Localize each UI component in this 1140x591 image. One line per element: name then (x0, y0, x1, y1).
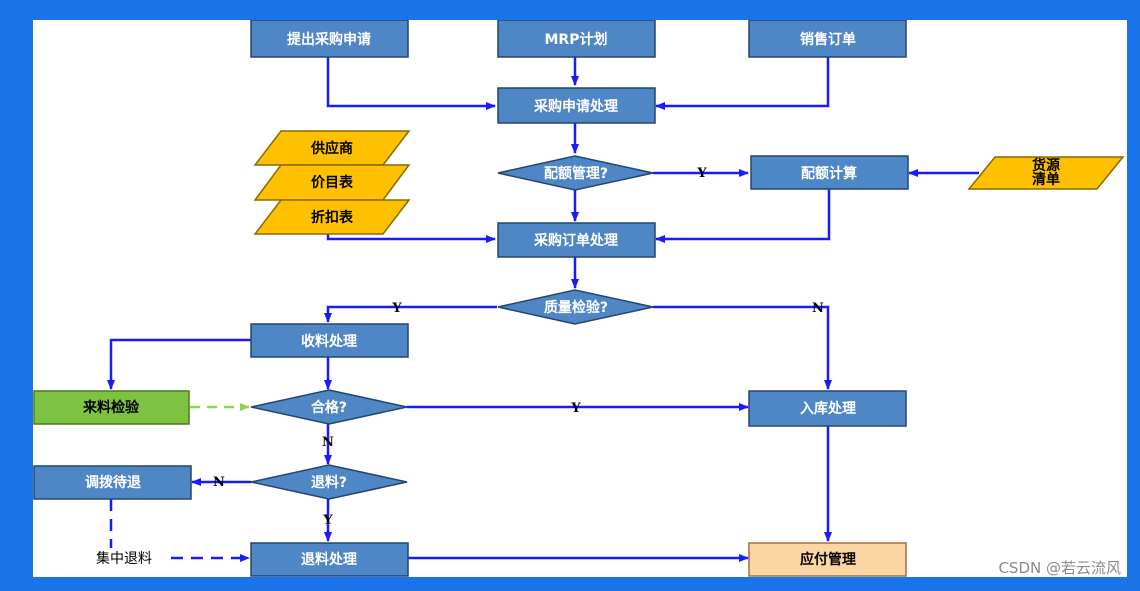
label-submit-request: 提出采购申请 (287, 31, 371, 48)
edge-label-quota-yes: Y (696, 166, 707, 181)
box-purchase-request-processing (497, 87, 656, 124)
edge-quality-yes-to-receiving (324, 305, 497, 323)
box-payment-management (748, 542, 907, 577)
label-centralized-return: 集中退料 (96, 550, 152, 567)
label-supplier: 供应商 (310, 140, 353, 157)
label-mrp-plan: MRP计划 (545, 31, 608, 48)
data-discount-table (253, 199, 411, 235)
watermark: CSDN @若云流风 (998, 559, 1121, 577)
box-incoming-inspection (33, 390, 190, 425)
box-mrp-plan (497, 20, 656, 58)
edge-label-qualified-no: N (322, 435, 334, 450)
label-transfer-pending-return: 调拨待退 (85, 474, 141, 491)
label-quality-inspection: 质量检验? (544, 299, 608, 316)
box-submit-request (250, 20, 409, 58)
edge-label-quality-yes: Y (391, 301, 402, 316)
data-source-list (967, 156, 1125, 190)
label-purchase-order-processing: 采购订单处理 (533, 232, 618, 249)
label-quota-calculation: 配额计算 (801, 165, 857, 182)
diamond-quota-management (497, 155, 654, 191)
label-qualified: 合格? (311, 399, 347, 416)
flowchart-canvas: Y Y N Y N N Y 提出采购申请 MRP计划 销售订单 采购申请处理 配… (33, 20, 1127, 577)
box-return-processing (250, 542, 409, 577)
label-source-list-line2: 清单 (1032, 171, 1060, 188)
flowchart: Y Y N Y N N Y 提出采购申请 MRP计划 销售订单 采购申请处理 配… (33, 20, 1125, 577)
label-purchase-request-processing: 采购申请处理 (533, 98, 618, 115)
label-price-list: 价目表 (311, 174, 354, 191)
diamond-return-material (250, 464, 408, 500)
edge-label-qualified-yes: Y (570, 401, 581, 416)
box-transfer-pending-return (33, 465, 192, 500)
label-return-material: 退料? (311, 474, 347, 491)
label-quota-management: 配额管理? (544, 165, 608, 182)
box-receiving-processing (250, 323, 409, 358)
edge-label-quality-no: N (812, 301, 824, 316)
box-purchase-order-processing (497, 222, 656, 258)
edge-submit-to-request (326, 57, 496, 110)
edge-label-return-no: N (213, 475, 225, 490)
diamond-qualified (250, 389, 408, 425)
label-return-processing: 退料处理 (301, 551, 357, 568)
label-receiving-processing: 收料处理 (301, 333, 357, 350)
label-payment-management: 应付管理 (800, 551, 856, 568)
label-warehousing-processing: 入库处理 (800, 400, 856, 417)
edge-receiving-to-inspection (107, 338, 251, 390)
label-source-list-line1: 货源 (1031, 157, 1060, 174)
edge-calc-to-order (655, 189, 831, 243)
edge-sales-to-request (655, 57, 830, 110)
diamond-quality-inspection (497, 289, 654, 325)
label-discount-table: 折扣表 (311, 209, 354, 226)
label-incoming-inspection: 来料检验 (82, 399, 140, 416)
box-quota-calculation (750, 155, 909, 190)
edge-quality-no-to-warehousing (653, 305, 832, 390)
box-sales-order (748, 20, 907, 58)
label-sales-order: 销售订单 (800, 31, 856, 48)
edge-label-return-yes: Y (322, 513, 333, 528)
box-warehousing-processing (748, 390, 907, 427)
